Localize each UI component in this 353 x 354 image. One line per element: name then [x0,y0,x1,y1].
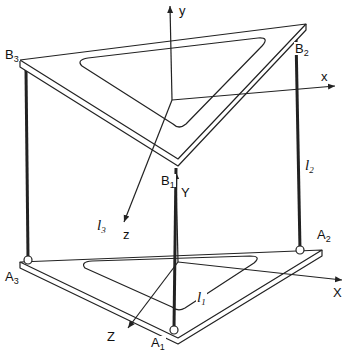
leg-length-label: l3 [96,218,107,233]
axis-z-upper [124,100,172,222]
joint [24,256,32,264]
point-label: x [320,70,329,83]
point-label: B3 [4,48,20,61]
joint [170,326,178,334]
axis-z-lower [128,262,178,328]
joint [296,246,304,254]
point-label: y [178,4,187,17]
leg [174,168,176,328]
leg [26,70,28,258]
point-label: X [332,286,343,299]
base-plate-edge [20,250,322,344]
leg [296,36,300,250]
point-label: A2 [316,228,332,241]
top-plate-edge [20,24,306,166]
base-plate [20,250,322,338]
axis-y-upper [170,6,172,100]
point-label: Y [180,186,191,199]
point-label: B1 [160,174,176,187]
point-label: z [122,228,131,241]
top-plate [20,24,306,159]
point-label: B2 [294,42,310,55]
point-label: A3 [4,270,20,283]
point-label: A1 [150,336,166,349]
axis-x-upper [172,86,335,100]
top-cutout [80,38,265,127]
point-label: Z [106,330,116,343]
leg-length-label: l2 [304,158,315,173]
axis-x-lower [178,262,342,280]
leg-length-label: l1 [196,290,207,305]
base-cutout [84,256,258,310]
